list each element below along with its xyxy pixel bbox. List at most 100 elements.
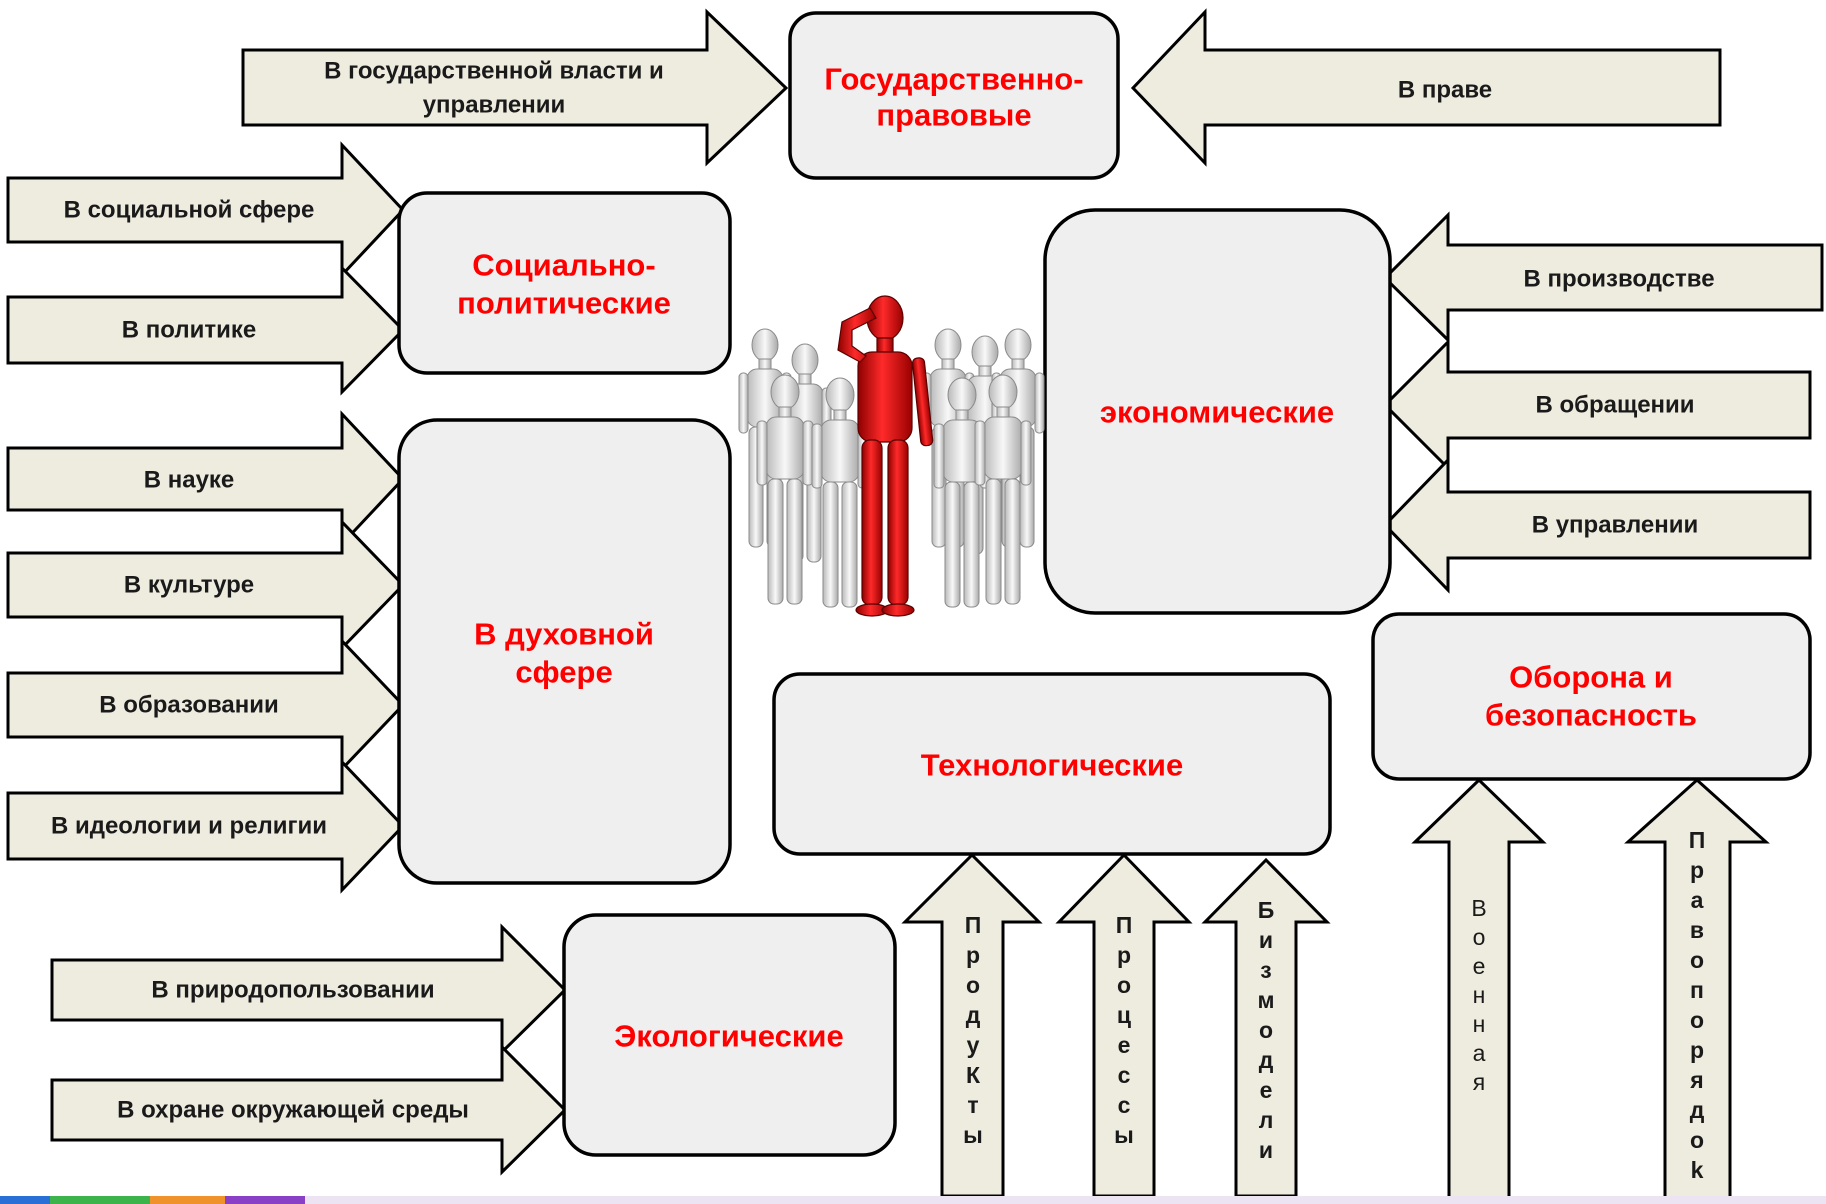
arrow-voennaya-label-char: н [1473,982,1486,1008]
arrow-prirodopolz-label-line: В природопользовании [151,977,434,1004]
arrow-pravoporyadok-label-char: а [1691,887,1704,913]
arrow-bizmodeli-label-char: и [1259,927,1273,953]
boxes-layer [397,11,1812,1157]
arrow-politika-label-line: В политике [122,317,256,344]
box-soc-pol-title: Социально-политические [457,248,671,321]
arrow-processy [1055,852,1193,1198]
arrow-voennaya-label-char: н [1473,1011,1486,1037]
box-duh-title-line: В духовной [474,617,654,652]
leader-figure-icon [738,295,1045,617]
arrow-voennaya [1411,777,1547,1200]
arrow-voennaya-label-char: о [1473,924,1486,950]
arrow-produkty-label-char: д [966,1002,981,1028]
arrow-pravoporyadok-label-char: П [1689,827,1706,853]
box-gos-prav-title-line: правовые [876,98,1031,133]
arrow-ideologia [6,758,406,894]
arrow-pravo [1130,8,1722,167]
arrow-processy-label-char: о [1117,972,1131,998]
box-gos-prav-title: Государственно-правовые [824,62,1083,133]
box-gos-prav-title-line: Государственно- [824,62,1083,97]
arrow-ohrana [50,1043,568,1176]
arrow-pravoporyadok-label-char: о [1690,947,1704,973]
arrow-processy-label-char: с [1118,1062,1131,1088]
arrow-produkty-label-char: о [966,972,980,998]
arrow-obrazovanie-label: В образовании [99,692,279,719]
arrow-obrazovanie-label-line: В образовании [99,692,279,719]
arrow-obrazovanie [6,637,406,773]
box-gos-prav [788,11,1120,180]
arrow-pravoporyadok-label-char: о [1690,1007,1704,1033]
arrow-kultura-label: В культуре [124,572,254,599]
arrow-pravoporyadok-label-char: я [1689,1067,1703,1093]
labels-layer: Государственно-правовыеСоциально-политич… [51,58,1715,1184]
box-oborona-title-line: безопасность [1485,698,1697,733]
arrow-proizvodstvo-label-line: В производстве [1523,266,1714,293]
arrow-pravoporyadok-label-char: п [1690,977,1704,1003]
arrow-processy-label-char: ы [1114,1122,1134,1148]
arrow-bizmodeli-label-char: м [1257,987,1274,1013]
arrow-bizmodeli-label-char: о [1259,1017,1273,1043]
arrow-produkty-label-char: ы [963,1122,983,1148]
arrow-soc-sfera-label: В социальной сфере [64,197,315,224]
arrow-produkty-label-char: у [967,1032,980,1058]
arrow-bizmodeli-label-char: л [1259,1107,1274,1133]
arrow-ideologia-label-line: В идеологии и религии [51,813,327,840]
arrow-ideologia-label: В идеологии и религии [51,813,327,840]
box-econ-title-line: экономические [1100,395,1334,430]
arrow-upravlenie [1382,456,1812,594]
arrow-bizmodeli-label-char: з [1260,957,1271,983]
arrow-obrashchenie [1382,338,1812,472]
arrow-pravoporyadok-label-char: в [1690,917,1704,943]
arrow-bizmodeli-label-char: е [1260,1077,1273,1103]
box-ecol-title-line: Экологические [614,1019,843,1054]
box-duh [397,418,732,885]
arrow-pravo-label: В праве [1398,77,1492,104]
box-econ [1043,208,1392,615]
arrow-voennaya-label-char: я [1473,1069,1485,1095]
box-ecol [562,913,897,1157]
arrow-obrashchenie-label-line: В обращении [1535,392,1694,419]
arrow-pravoporyadok-label-char: р [1690,1037,1704,1063]
arrow-pravoporyadok-label-char: k [1691,1157,1704,1183]
arrow-pravoporyadok-label-char: о [1690,1127,1704,1153]
arrows-layer [6,8,1824,1200]
arrow-processy-label-char: П [1116,912,1133,938]
box-oborona-title-line: Оборона и [1509,660,1673,695]
arrow-pravoporyadok [1624,777,1770,1200]
arrow-gos-vlast [241,8,789,167]
arrow-politika [6,264,406,396]
box-ecol-title: Экологические [614,1019,843,1054]
arrow-ohrana-label-line: В охране окружающей среды [117,1097,469,1124]
arrow-pravoporyadok-label-char: д [1690,1097,1705,1123]
arrow-pravo-label-line: В праве [1398,77,1492,104]
arrow-prirodopolz-label: В природопользовании [151,977,434,1004]
arrow-voennaya-label-char: е [1473,953,1486,979]
arrow-nauka-label-line: В науке [144,467,235,494]
bottom-color-strip [0,1196,1826,1204]
arrow-proizvodstvo-label: В производстве [1523,266,1714,293]
arrow-soc-sfera-label-line: В социальной сфере [64,197,315,224]
arrow-proizvodstvo [1382,211,1824,344]
arrow-gos-vlast-label-line: управлении [423,92,566,119]
arrow-bizmodeli-label-char: д [1259,1047,1274,1073]
box-soc-pol-title-line: Социально- [472,248,655,283]
box-soc-pol-title-line: политические [457,286,671,321]
arrow-voennaya-label-char: а [1473,1040,1486,1066]
arrow-obrashchenie-label: В обращении [1535,392,1694,419]
arrow-processy-label-char: е [1118,1032,1131,1058]
arrow-politika-label: В политике [122,317,256,344]
box-oborona [1371,612,1812,781]
arrow-produkty-label-char: т [967,1092,978,1118]
arrow-produkty-label-char: К [966,1062,981,1088]
arrow-prirodopolz [50,923,568,1056]
arrow-ohrana-label: В охране окружающей среды [117,1097,469,1124]
